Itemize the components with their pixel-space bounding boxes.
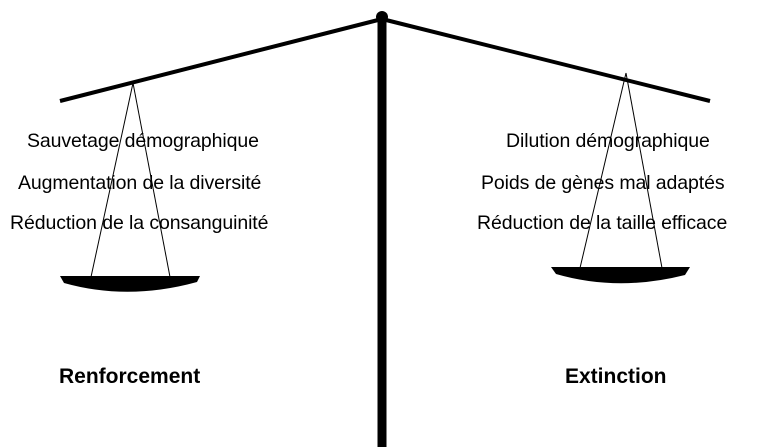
left-factor-1: Sauvetage démographique <box>27 130 259 152</box>
right-pan-string <box>579 72 627 269</box>
right-factor-3: Réduction de la taille efficace <box>477 212 728 234</box>
left-factor-2: Augmentation de la diversité <box>18 172 262 194</box>
left-pan <box>60 276 200 292</box>
scale-beam <box>59 17 711 103</box>
left-pan-string <box>132 82 171 278</box>
left-side-title: Renforcement <box>59 365 201 388</box>
right-factor-1: Dilution démographique <box>506 130 710 152</box>
right-pan-string <box>625 72 663 269</box>
left-factor-3: Réduction de la consanguinité <box>10 212 269 234</box>
left-pan-string <box>90 82 134 278</box>
right-pan <box>551 267 690 284</box>
right-side-title: Extinction <box>565 365 667 388</box>
right-factor-2: Poids de gènes mal adaptés <box>481 172 725 194</box>
